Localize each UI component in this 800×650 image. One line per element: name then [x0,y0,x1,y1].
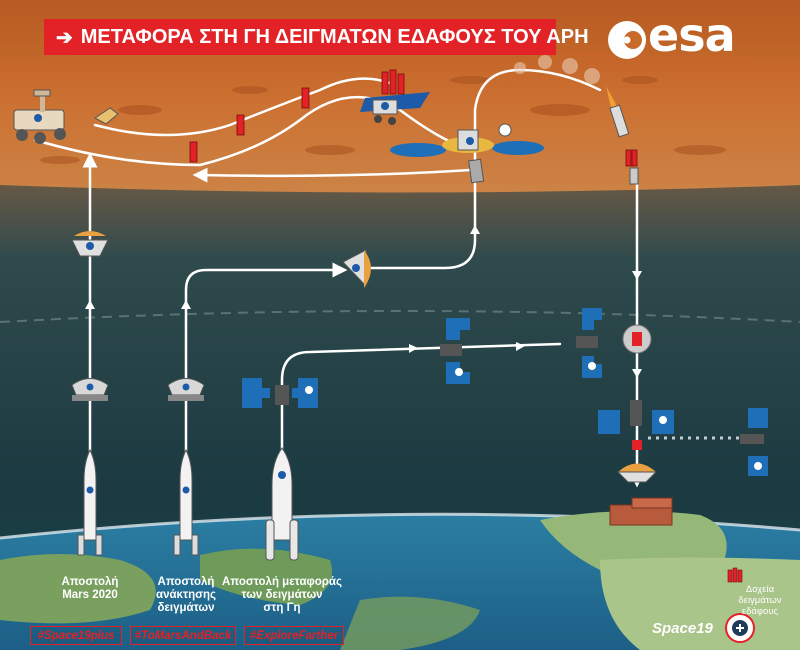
legend-sample-tubes-label: Δοχεία δειγμάτων εδάφους [730,584,790,617]
space19-brand: Space19 [652,620,713,637]
mission-label-line: Αποστολή μεταφοράς [222,576,342,588]
rocket-ariane6 [265,447,299,561]
sample-receiving-facility [609,497,673,526]
mission-label-line: Αποστολή [157,576,215,588]
ascent-plume [514,55,630,138]
mission-label-mars2020: Αποστολή Mars 2020 [40,576,140,602]
legend-sample-tube-icon [727,567,743,583]
hashtag-explorefarther[interactable]: #ExploreFarther [244,626,344,645]
mission-label-retrieval: Αποστολή ανάκτησης δειγμάτων [136,576,236,615]
legend-line: δειγμάτων [738,595,782,606]
legend-line: εδάφους [741,606,779,617]
fetch-rover [360,92,430,125]
cruise-stage-mars2020 [71,378,109,401]
rocket-mars2020 [77,448,103,556]
mission-label-return: Αποστολή μεταφοράς των δειγμάτων στη Γη [222,576,342,615]
mission-label-line: των δειγμάτων [241,589,323,601]
sample-retrieval-lander [390,123,544,184]
mission-label-line: στη Γη [263,602,301,614]
cruise-stage-retrieval [167,378,205,401]
legend-line: Δοχεία [745,584,775,595]
mission-label-line: Mars 2020 [62,589,118,601]
mars-surface [0,47,800,193]
space19-logo-icon [725,613,755,643]
earth-entry-capsule [616,440,658,483]
mission-label-line: Αποστολή [61,576,119,588]
mars2020-rover [13,89,66,144]
descent-capsule-retrieval [342,249,371,288]
esa-logo-icon [608,21,646,59]
title-text: ΜΕΤΑΦΟΡΑ ΣΤΗ ΓΗ ΔΕΙΓΜΑΤΩΝ ΕΔΑΦΟΥΣ ΤΟΥ ΑΡ… [80,25,589,48]
rocket-retrieval [173,448,199,556]
esa-logo-text: esa [648,8,736,62]
mission-label-line: δειγμάτων [157,602,215,614]
arrow-icon: ➔ [56,26,73,49]
descent-capsule-mars2020 [71,231,109,257]
hashtag-tomarsandback[interactable]: #ToMarsAndBack [130,626,236,645]
page-title: ➔ ΜΕΤΑΦΟΡΑ ΣΤΗ ΓΗ ΔΕΙΓΜΑΤΩΝ ΕΔΑΦΟΥΣ ΤΟΥ … [44,19,589,55]
orbit-line [0,310,800,323]
hashtag-space19plus[interactable]: #Space19plus [30,626,122,645]
mission-label-line: ανάκτησης [156,589,216,601]
